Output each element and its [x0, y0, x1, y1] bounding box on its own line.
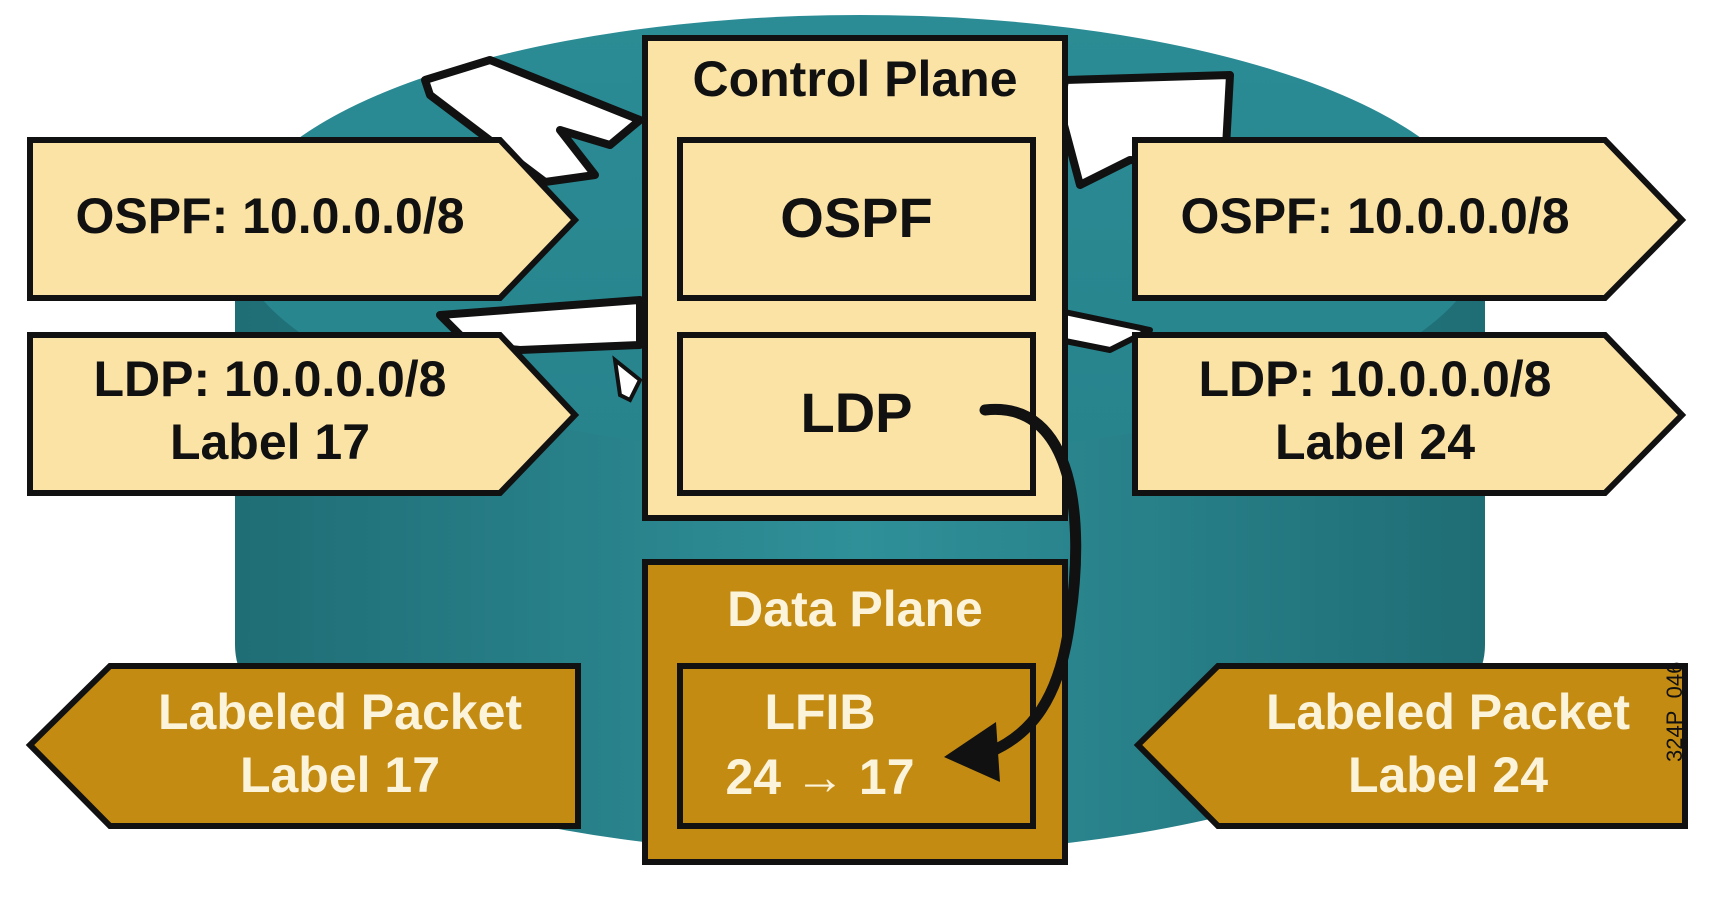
right-ospf-arrow [1132, 137, 1687, 301]
ospf-box-label: OSPF [780, 186, 933, 249]
left-packet-arrow [25, 663, 581, 829]
left-packet-line2: Label 17 [239, 747, 441, 803]
lfib-title: LFIB [764, 684, 876, 740]
left-ospf-label: OSPF: 10.0.0.0/8 [75, 188, 465, 244]
ldp-box-label: LDP [800, 381, 913, 444]
lfib-entry: 24 → 17 [725, 749, 915, 805]
control-plane-title: Control Plane [692, 51, 1018, 107]
figure-id: 324P_046 [1662, 661, 1687, 762]
ospf-box [677, 137, 1036, 301]
left-ldp-line1: LDP: 10.0.0.0/8 [93, 351, 447, 407]
right-packet-line1: Labeled Packet [1265, 684, 1631, 740]
right-packet-line2: Label 24 [1347, 747, 1549, 803]
data-plane-title: Data Plane [727, 581, 983, 637]
curved-arrow-icon [944, 404, 1082, 782]
right-packet-arrow [1133, 663, 1688, 829]
left-ospf-arrow [27, 137, 580, 301]
left-ldp-arrow [27, 332, 580, 496]
left-ldp-line2: Label 17 [169, 414, 371, 470]
right-ospf-label: OSPF: 10.0.0.0/8 [1180, 188, 1570, 244]
right-ldp-arrow [1132, 332, 1687, 496]
left-packet-line1: Labeled Packet [157, 684, 523, 740]
right-ldp-line2: Label 24 [1274, 414, 1476, 470]
right-ldp-line1: LDP: 10.0.0.0/8 [1198, 351, 1552, 407]
